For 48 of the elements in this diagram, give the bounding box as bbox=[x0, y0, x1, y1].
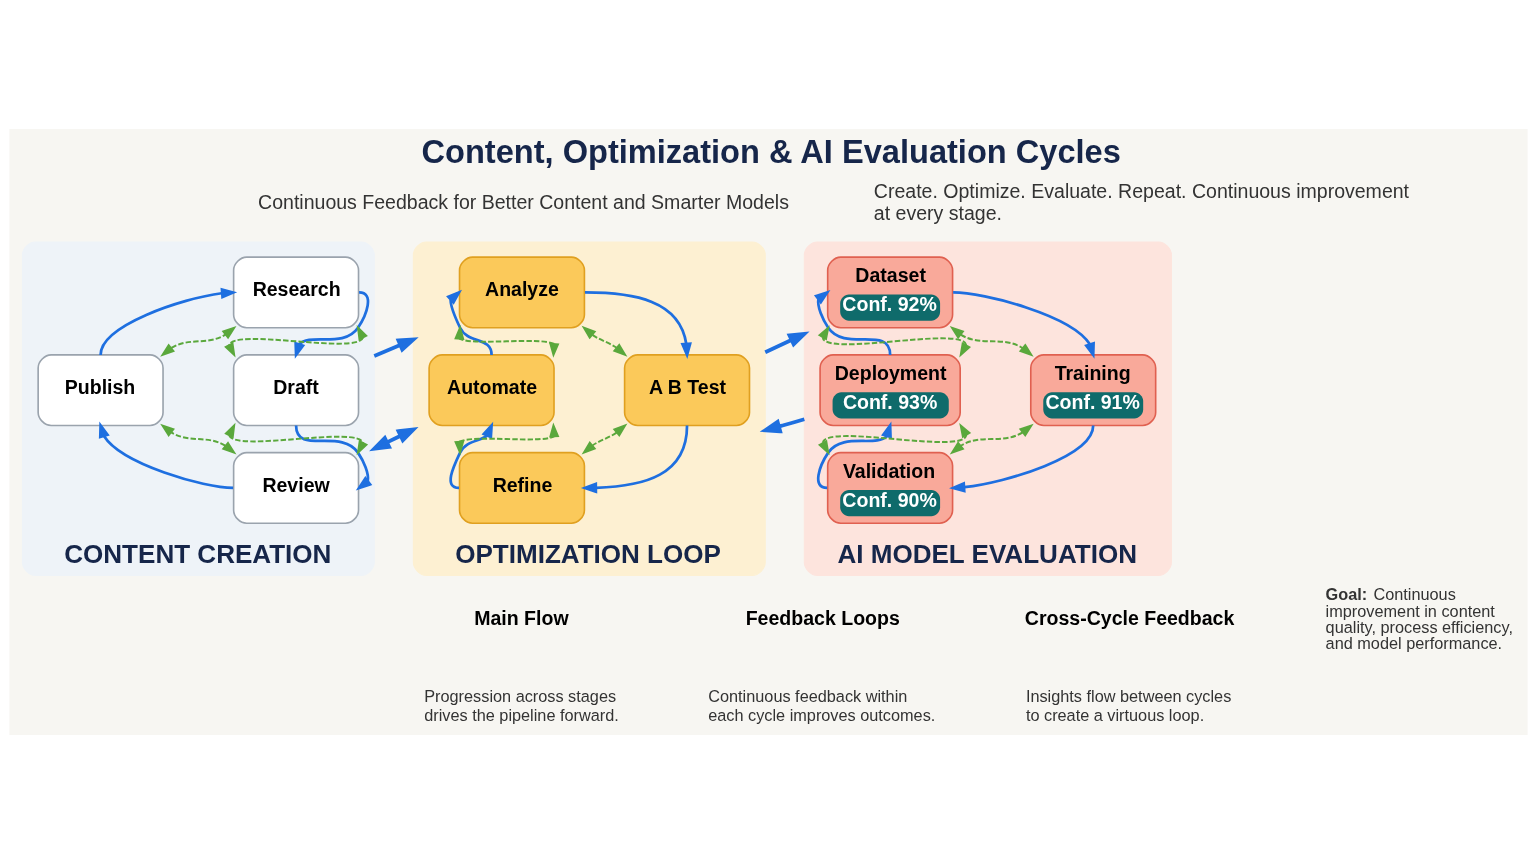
arrow bbox=[581, 325, 627, 357]
label: Continuous feedback within each cycle improves outcomes. bbox=[707, 687, 935, 724]
arrow bbox=[98, 287, 237, 356]
legend-label: Main Flow bbox=[473, 606, 569, 629]
arrow bbox=[223, 325, 368, 358]
label: Goal: Continuous improvement in content quality, process efficiency, and model performance. bbox=[1325, 585, 1513, 653]
arrow bbox=[584, 291, 692, 359]
arrow bbox=[294, 425, 372, 491]
arrow bbox=[453, 422, 559, 456]
legend-label: Feedback Loops bbox=[745, 606, 900, 629]
diagram-title: Content, Optimization & AI Evaluation Cycles bbox=[421, 133, 1121, 170]
node-box: Automate bbox=[427, 354, 555, 427]
node-box: Dataset Conf. 92% bbox=[826, 256, 953, 329]
arrow bbox=[817, 422, 971, 456]
node-box: Analyze bbox=[458, 256, 585, 329]
arrow bbox=[448, 421, 493, 490]
label: Create. Optimize. Evaluate. Repeat. Continuous improvement at every stage. bbox=[873, 179, 1409, 224]
node-box: Review bbox=[232, 451, 359, 525]
arrow bbox=[373, 337, 419, 358]
node-box: Training Conf. 91% bbox=[1029, 354, 1156, 427]
arrow bbox=[949, 423, 1034, 455]
node-box: Draft bbox=[232, 354, 359, 427]
arrow bbox=[159, 423, 236, 455]
label: Continuous Feedback for Better Content and Smarter Models bbox=[257, 190, 789, 213]
arrow bbox=[445, 289, 493, 356]
node-box: Research bbox=[232, 256, 359, 329]
arrow bbox=[759, 417, 805, 434]
node-box: Refine bbox=[458, 451, 585, 525]
arrow bbox=[98, 421, 233, 490]
arrow bbox=[580, 425, 688, 494]
node-box: A B Test bbox=[623, 354, 750, 427]
arrow bbox=[368, 426, 419, 452]
arrow bbox=[952, 291, 1095, 359]
arrow bbox=[948, 425, 1095, 493]
arrow bbox=[813, 289, 891, 356]
arrow bbox=[763, 331, 810, 355]
node-box: Publish bbox=[36, 354, 164, 427]
legend-label: Cross-Cycle Feedback bbox=[1024, 606, 1234, 629]
label: Insights flow between cycles to create a virtuous loop. bbox=[1025, 687, 1231, 724]
arrow bbox=[817, 325, 971, 358]
node-box: Deployment Conf. 93% bbox=[818, 354, 961, 427]
arrow bbox=[223, 422, 368, 456]
label: Progression across stages drives the pipeline forward. bbox=[423, 687, 619, 724]
arrow bbox=[453, 324, 559, 358]
node-box: Validation Conf. 90% bbox=[826, 451, 953, 525]
arrow bbox=[949, 325, 1034, 357]
arrow bbox=[581, 423, 627, 455]
arrow bbox=[159, 325, 236, 357]
